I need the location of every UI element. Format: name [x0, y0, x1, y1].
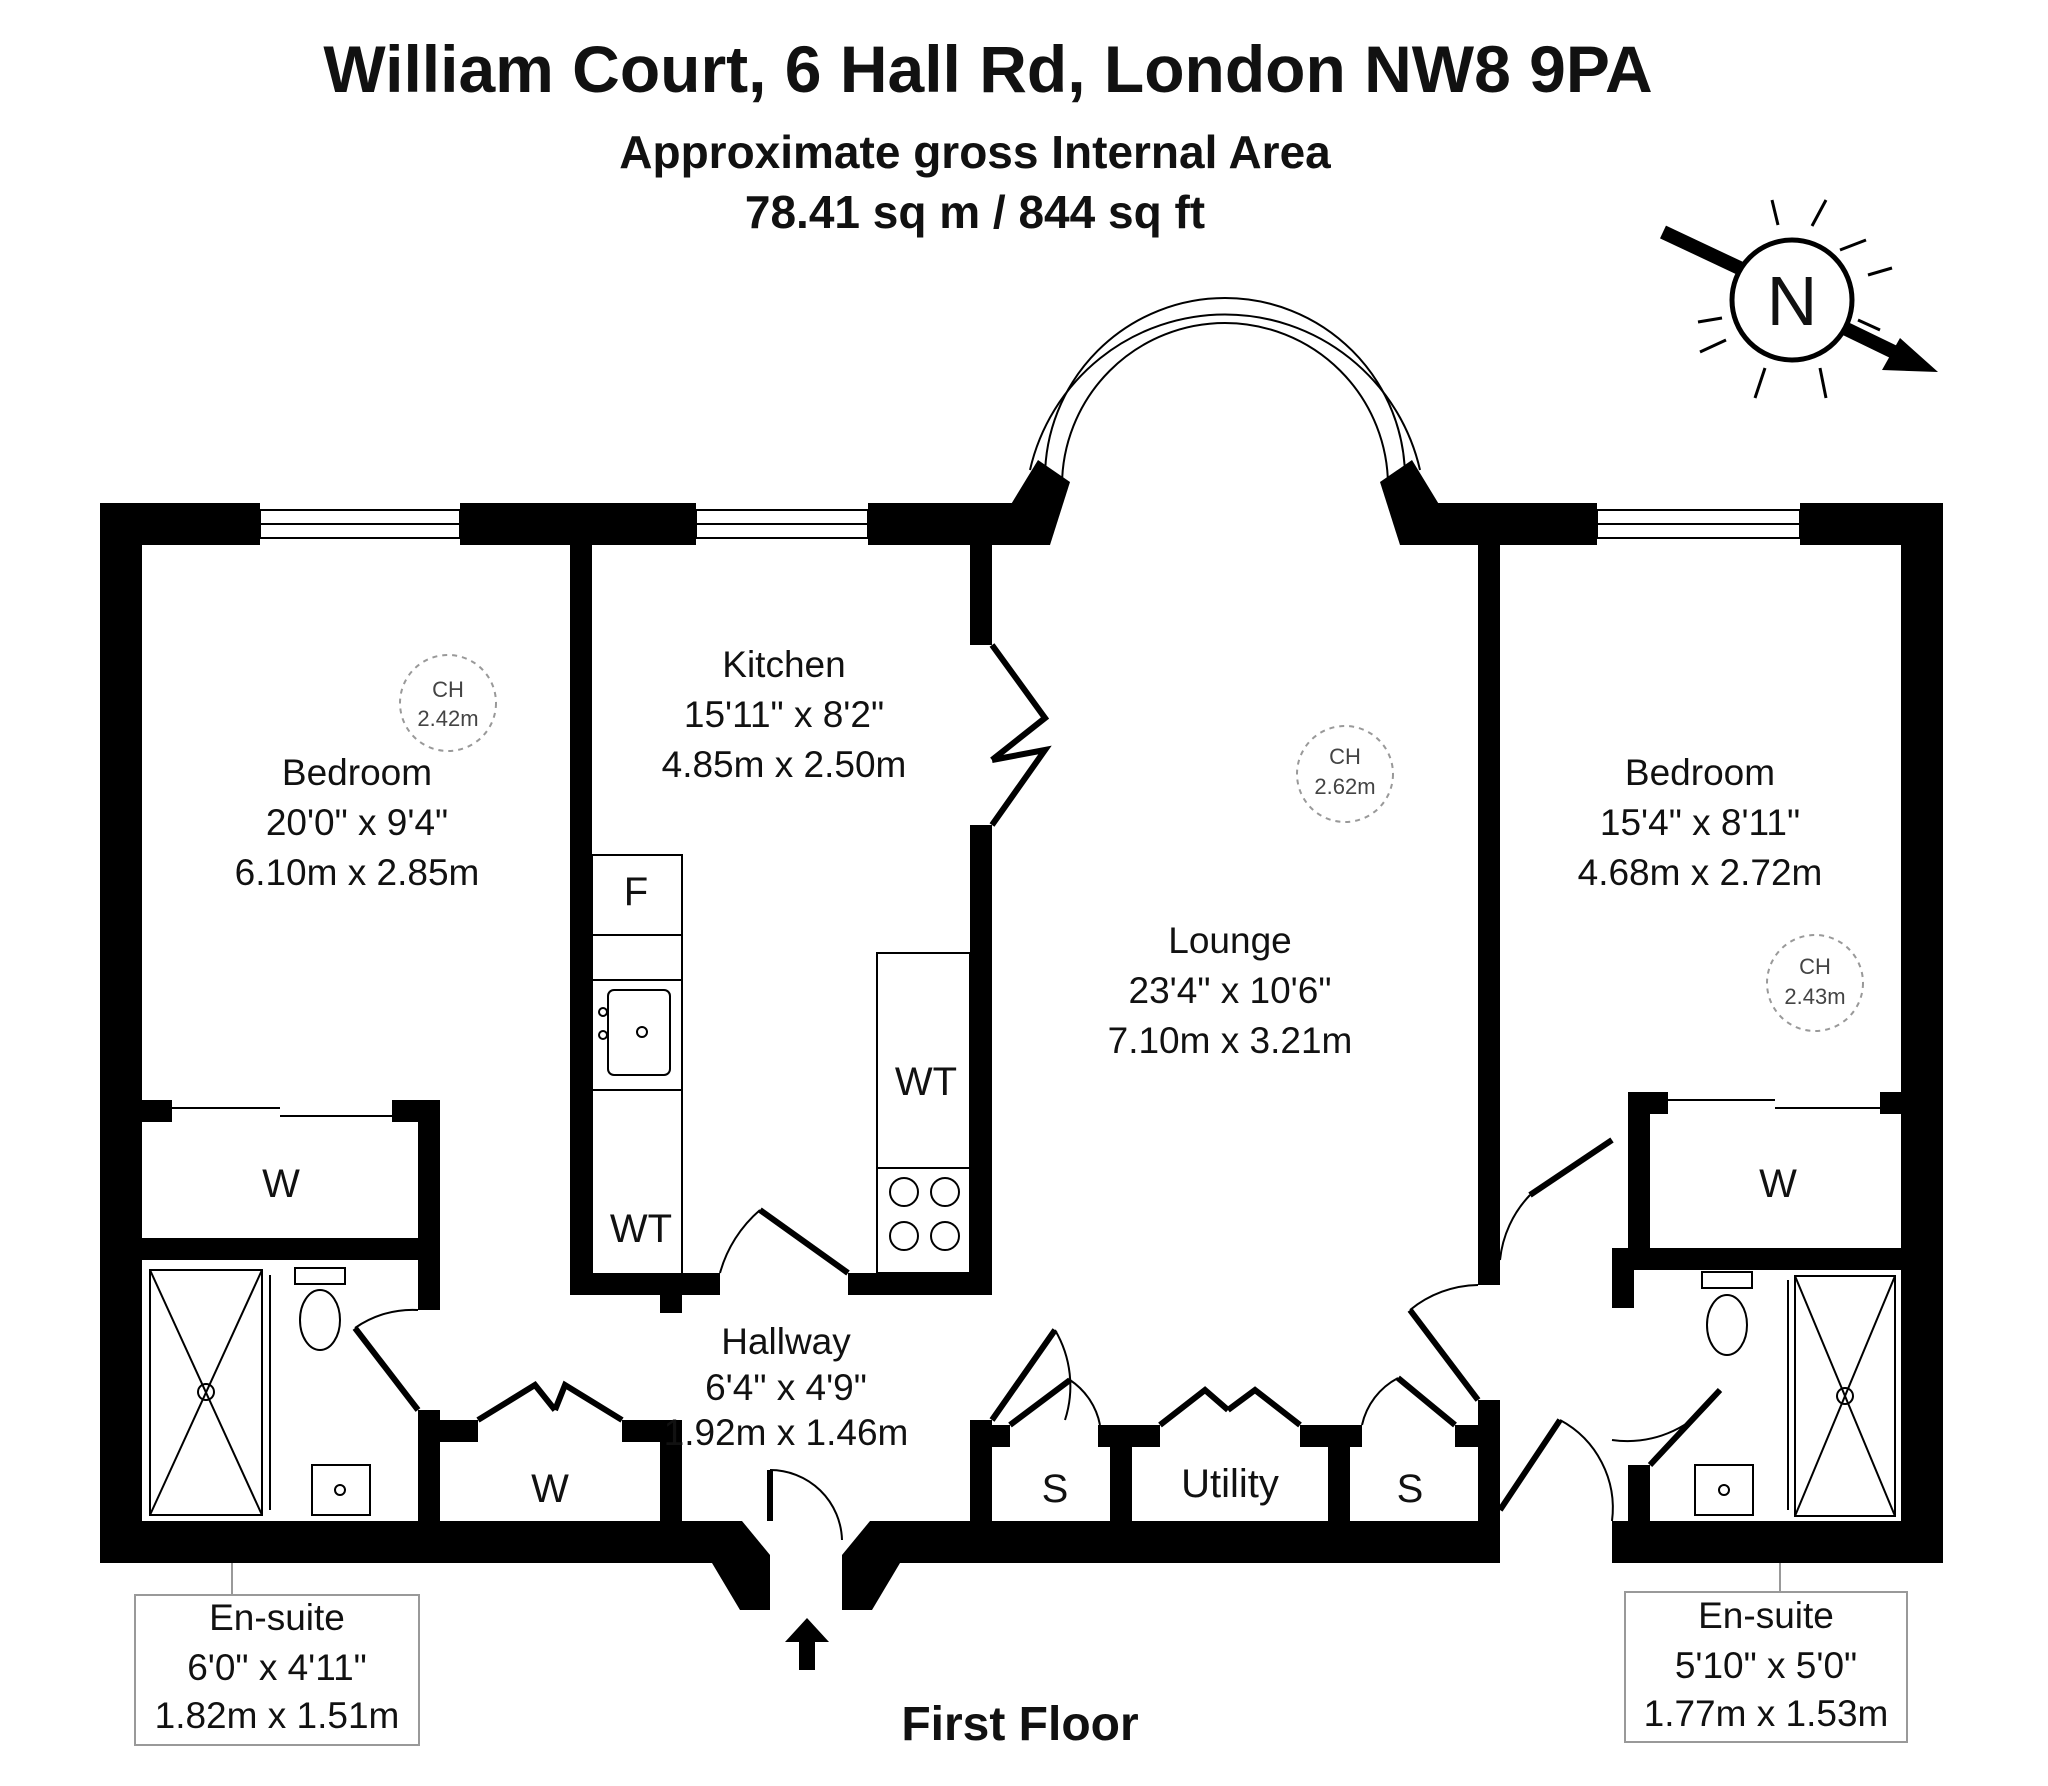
ceiling-height-label: CH — [432, 677, 464, 702]
area-label: Approximate gross Internal Area — [619, 126, 1331, 178]
compass-icon: N — [1660, 199, 1938, 399]
room-name-bedroom-right: Bedroom — [1625, 752, 1775, 793]
room-imperial-hallway: 6'4" x 4'9" — [705, 1367, 867, 1408]
property-address-title: William Court, 6 Hall Rd, London NW8 9PA — [323, 32, 1652, 106]
room-imperial-bedroom-right: 15'4" x 8'11" — [1600, 802, 1800, 843]
room-name-ensuite-right: En-suite — [1698, 1595, 1834, 1636]
ensuite-left-box — [134, 1594, 420, 1746]
windows — [259, 509, 1801, 539]
fixtures — [149, 854, 1896, 1517]
compass-letter: N — [1767, 262, 1818, 340]
room-imperial-lounge: 23'4" x 10'6" — [1129, 970, 1332, 1011]
utility-label: Utility — [1181, 1462, 1279, 1506]
room-imperial-bedroom-left: 20'0" x 9'4" — [266, 802, 448, 843]
wardrobe-label: W — [262, 1162, 300, 1206]
fridge-label: F — [624, 870, 648, 914]
room-imperial-ensuite-left: 6'0" x 4'11" — [187, 1647, 367, 1688]
outer-walls — [100, 503, 1943, 1610]
room-name-ensuite-left: En-suite — [209, 1597, 345, 1638]
storage-label: S — [1042, 1467, 1069, 1511]
ceiling-height-lounge: 2.62m — [1314, 774, 1375, 799]
room-name-lounge: Lounge — [1168, 920, 1291, 961]
wardrobe-label: W — [531, 1467, 569, 1511]
room-metric-hallway: 1.92m x 1.46m — [664, 1412, 909, 1453]
room-metric-bedroom-left: 6.10m x 2.85m — [235, 852, 480, 893]
room-metric-kitchen: 4.85m x 2.50m — [662, 744, 907, 785]
worktop-label: WT — [610, 1207, 672, 1251]
area-value: 78.41 sq m / 844 sq ft — [745, 186, 1205, 238]
ceiling-height-label: CH — [1799, 954, 1831, 979]
ceiling-height-bedroom-left: 2.42m — [417, 706, 478, 731]
room-imperial-kitchen: 15'11" x 8'2" — [684, 694, 884, 735]
wardrobe-label: W — [1759, 1162, 1797, 1206]
room-metric-ensuite-right: 1.77m x 1.53m — [1644, 1693, 1889, 1734]
entrance-arrow-icon — [785, 1618, 829, 1670]
ceiling-height-marker — [399, 654, 497, 752]
doors — [352, 643, 1723, 1541]
interior-walls — [142, 545, 1901, 1530]
room-metric-bedroom-right: 4.68m x 2.72m — [1578, 852, 1823, 893]
room-name-kitchen: Kitchen — [722, 644, 845, 685]
room-name-hallway: Hallway — [721, 1321, 851, 1362]
ensuite-right-box — [1624, 1591, 1908, 1743]
ceiling-height-marker — [1766, 934, 1864, 1032]
bay-window — [1010, 297, 1440, 545]
room-imperial-ensuite-right: 5'10" x 5'0" — [1675, 1645, 1857, 1686]
worktop-label: WT — [895, 1060, 957, 1104]
storage-label: S — [1397, 1467, 1424, 1511]
floor-label: First Floor — [901, 1698, 1138, 1751]
room-metric-ensuite-left: 1.82m x 1.51m — [155, 1695, 400, 1736]
ceiling-height-label: CH — [1329, 744, 1361, 769]
room-name-bedroom-left: Bedroom — [282, 752, 432, 793]
ceiling-height-bedroom-right: 2.43m — [1784, 984, 1845, 1009]
ceiling-height-marker — [1296, 725, 1394, 823]
room-metric-lounge: 7.10m x 3.21m — [1108, 1020, 1353, 1061]
